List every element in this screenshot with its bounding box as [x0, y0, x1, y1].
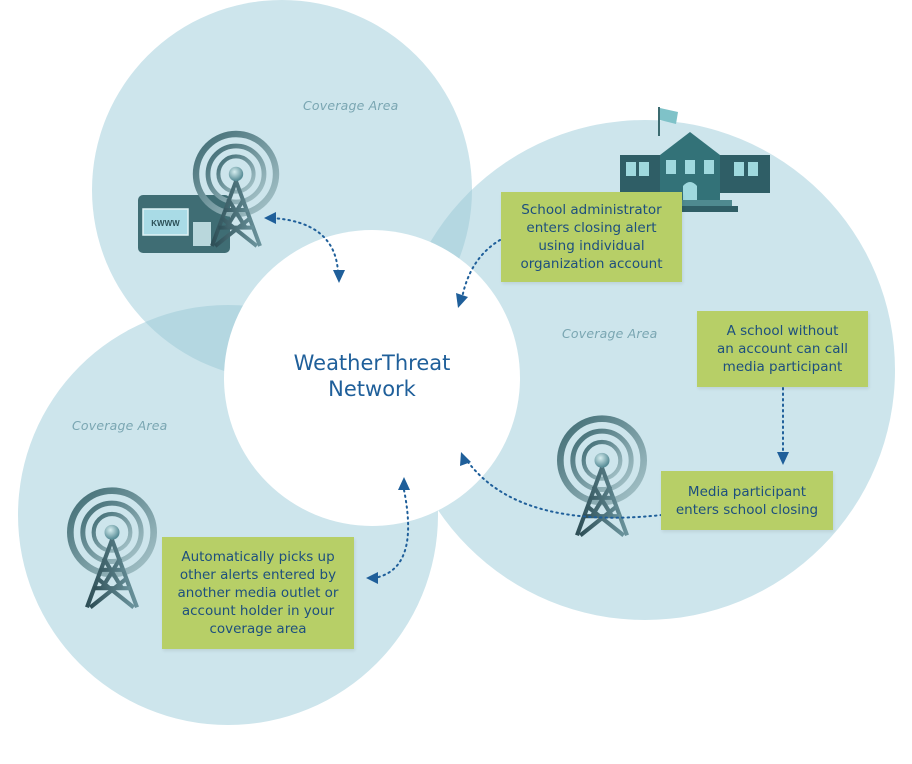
- note-text: Automatically picks up other alerts ente…: [177, 549, 339, 637]
- coverage-area-label: Coverage Area: [562, 326, 658, 341]
- network-title-line1: WeatherThreat: [293, 351, 451, 375]
- note-school-administrator: School administrator enters closing aler…: [501, 192, 682, 282]
- svg-text:KWWW: KWWW: [151, 219, 180, 228]
- note-text: A school without an account can call med…: [717, 323, 848, 375]
- coverage-area-label: Coverage Area: [303, 98, 399, 113]
- arrowheads: [264, 212, 789, 584]
- note-school-without-account: A school without an account can call med…: [697, 311, 868, 387]
- network-title-line2: Network: [328, 377, 416, 401]
- note-media-participant: Media participant enters school closing: [661, 471, 833, 530]
- school-building-icon: [620, 107, 770, 212]
- note-automatic-pickup: Automatically picks up other alerts ente…: [162, 537, 354, 649]
- note-text: School administrator enters closing aler…: [520, 202, 663, 272]
- note-text: Media participant enters school closing: [675, 483, 819, 518]
- arrow-network-autopickup: [373, 489, 410, 579]
- coverage-area-label: Coverage Area: [72, 418, 168, 433]
- arrow-media-network: [467, 461, 663, 519]
- tv-station-icon: KWWW: [138, 195, 230, 253]
- network-title: WeatherThreat Network: [262, 350, 482, 402]
- network-circle: [224, 230, 520, 526]
- arrow-station-network: [271, 217, 339, 273]
- arrow-admin-network: [461, 239, 501, 299]
- connector-arrows: [271, 217, 784, 579]
